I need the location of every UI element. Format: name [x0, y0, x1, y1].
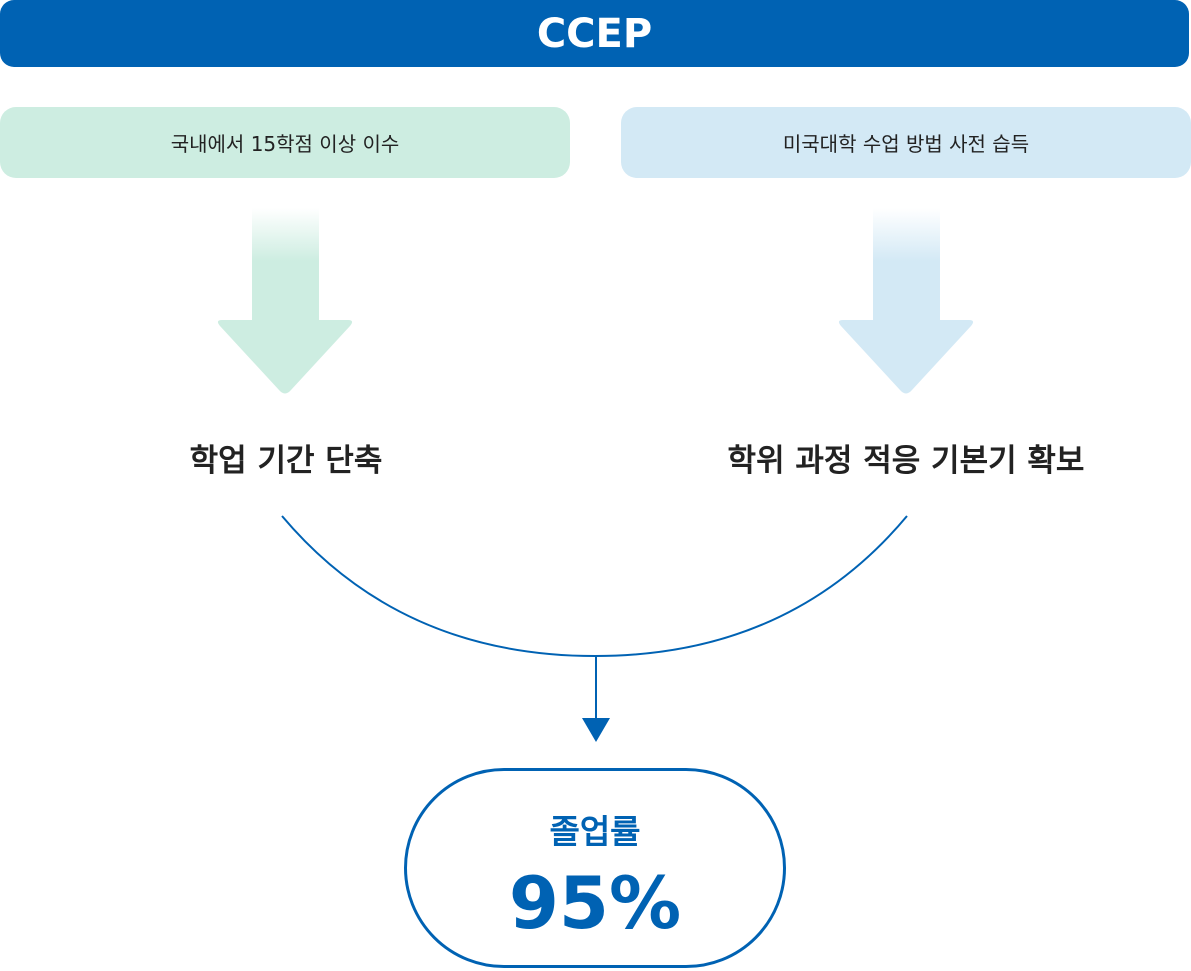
input-box-us-teaching-methods: 미국대학 수업 방법 사전 습득 [621, 107, 1191, 178]
input-label: 미국대학 수업 방법 사전 습득 [782, 132, 1030, 156]
input-box-domestic-credits: 국내에서 15학점 이상 이수 [0, 107, 570, 178]
outcome-degree-adaptation: 학위 과정 적응 기본기 확보 [727, 442, 1085, 479]
graduation-rate-label: 졸업률 [549, 812, 641, 851]
merge-curve [281, 515, 908, 658]
outcome-shortened-study: 학업 기간 단축 [189, 442, 383, 479]
header-bar: CCEP [0, 0, 1189, 67]
header-title: CCEP [536, 10, 653, 57]
graduation-rate-value: 95% [508, 861, 682, 945]
arrow-down-icon [838, 208, 974, 394]
arrow-down-icon [217, 208, 353, 394]
arrowhead-icon [582, 718, 610, 742]
input-label: 국내에서 15학점 이상 이수 [170, 132, 400, 156]
graduation-rate-badge: 졸업률 95% [404, 768, 786, 968]
